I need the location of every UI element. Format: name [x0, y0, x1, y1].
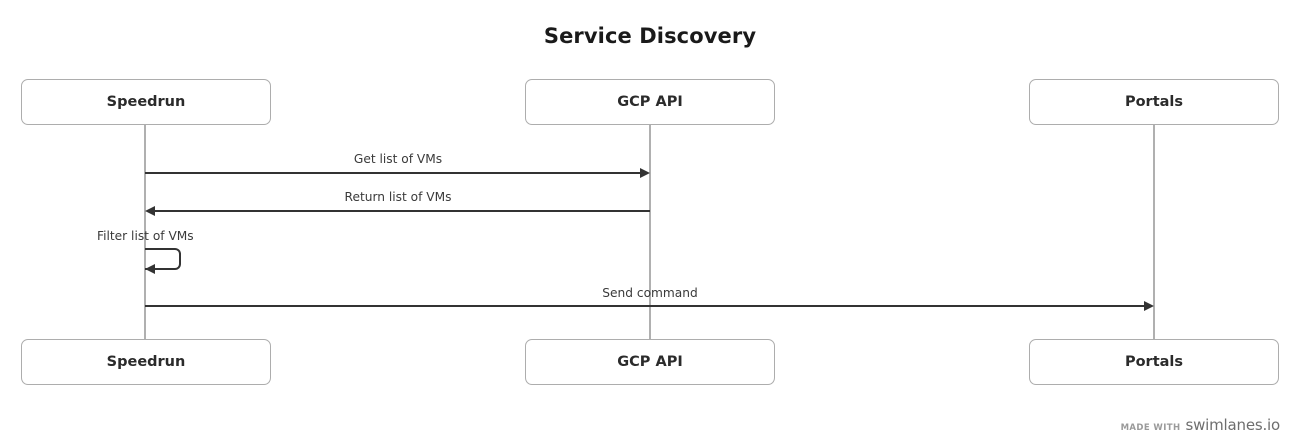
arrowhead-left-return-list-of-vms	[145, 205, 155, 216]
message-label-return-list-of-vms: Return list of VMs	[344, 190, 452, 204]
footer-watermark[interactable]: MADE WITH swimlanes.io	[1120, 416, 1281, 434]
arrowhead-right-send-command	[1144, 300, 1154, 311]
participant-box-speedrun-top[interactable]: Speedrun	[21, 79, 271, 125]
participant-label-speedrun-top: Speedrun	[106, 94, 186, 110]
participant-box-gcp-api-bottom[interactable]: GCP API	[525, 339, 775, 385]
message-label-get-list-of-vms: Get list of VMs	[353, 152, 443, 166]
participant-label-speedrun-bottom: Speedrun	[106, 354, 186, 370]
message-line-return-list-of-vms	[155, 210, 650, 212]
participant-label-portals-bottom: Portals	[1124, 354, 1184, 370]
message-line-get-list-of-vms	[145, 172, 640, 174]
message-label-send-command: Send command	[602, 286, 698, 300]
participant-box-gcp-api-top[interactable]: GCP API	[525, 79, 775, 125]
participant-box-portals-bottom[interactable]: Portals	[1029, 339, 1279, 385]
self-loop-filter-list-of-vms	[145, 248, 181, 270]
lifeline-gcp-api	[649, 125, 651, 339]
lifeline-speedrun	[144, 125, 146, 339]
participant-label-portals-top: Portals	[1124, 94, 1184, 110]
participant-label-gcp-api-bottom: GCP API	[617, 354, 683, 370]
lifeline-portals	[1153, 125, 1155, 339]
footer-made-with-label: MADE WITH	[1120, 423, 1181, 433]
arrowhead-left-filter-list-of-vms	[145, 263, 155, 274]
participant-box-portals-top[interactable]: Portals	[1029, 79, 1279, 125]
participant-box-speedrun-bottom[interactable]: Speedrun	[21, 339, 271, 385]
participant-label-gcp-api-top: GCP API	[617, 94, 683, 110]
message-label-filter-list-of-vms: Filter list of VMs	[97, 229, 194, 243]
page-title: Service Discovery	[543, 24, 757, 48]
message-line-send-command	[145, 305, 1144, 307]
footer-brand-link[interactable]: swimlanes.io	[1185, 416, 1281, 434]
arrowhead-right-get-list-of-vms	[640, 167, 650, 178]
